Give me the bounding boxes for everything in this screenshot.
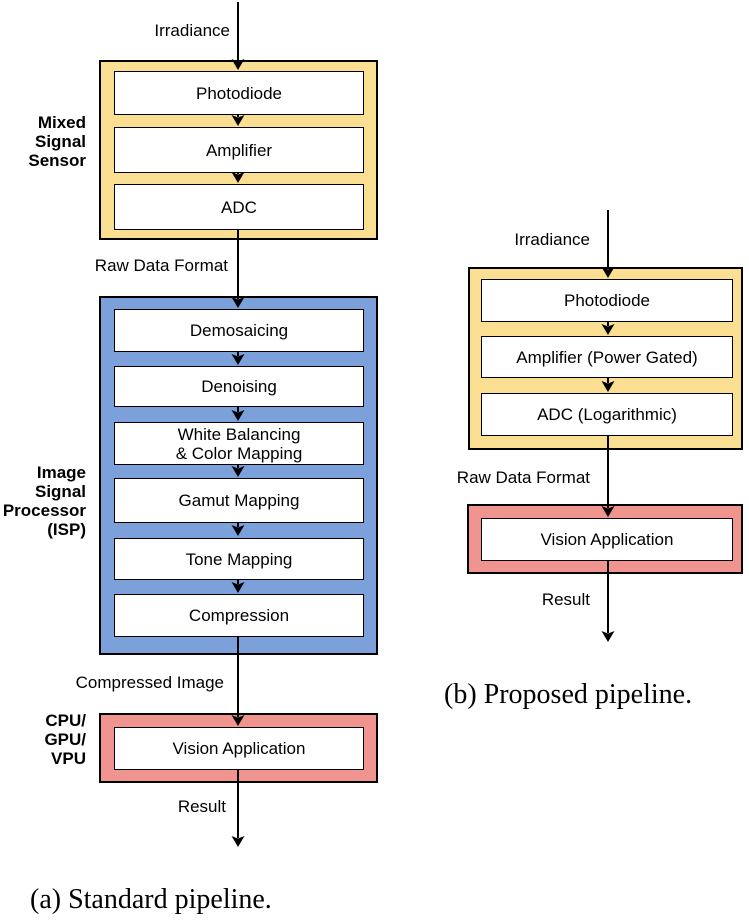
stage-photodiode-b: Photodiode <box>481 279 733 322</box>
stage-adc-a: ADC <box>114 184 364 230</box>
caption-standard-pipeline: (a) Standard pipeline. <box>30 884 272 915</box>
label-raw-data-format-a: Raw Data Format <box>94 256 228 275</box>
stage-vision-application-a: Vision Application <box>114 727 364 770</box>
stage-amplifier-power-gated: Amplifier (Power Gated) <box>481 336 733 378</box>
label-raw-data-format-b: Raw Data Format <box>456 468 590 487</box>
group-label-image-signal-processor: Image Signal Processor (ISP) <box>2 463 86 539</box>
stage-gamut-mapping: Gamut Mapping <box>114 478 364 523</box>
stage-photodiode-a: Photodiode <box>114 71 364 115</box>
label-irradiance-b: Irradiance <box>514 230 590 249</box>
stage-compression: Compression <box>114 594 364 637</box>
label-irradiance-a: Irradiance <box>154 21 230 40</box>
stage-amplifier-a: Amplifier <box>114 127 364 173</box>
stage-tone-mapping: Tone Mapping <box>114 538 364 580</box>
stage-denoising: Denoising <box>114 366 364 407</box>
label-compressed-image: Compressed Image <box>75 673 224 692</box>
caption-proposed-pipeline: (b) Proposed pipeline. <box>444 679 693 710</box>
stage-adc-logarithmic: ADC (Logarithmic) <box>481 393 733 436</box>
stage-demosaicing: Demosaicing <box>114 309 364 352</box>
stage-white-balancing-color-mapping: White Balancing & Color Mapping <box>114 422 364 465</box>
label-result-b: Result <box>541 590 590 609</box>
stage-vision-application-b: Vision Application <box>481 518 733 561</box>
group-label-cpu-gpu-vpu: CPU/ GPU/ VPU <box>44 711 86 768</box>
label-result-a: Result <box>177 797 226 816</box>
group-label-mixed-signal-sensor: Mixed Signal Sensor <box>28 113 86 170</box>
